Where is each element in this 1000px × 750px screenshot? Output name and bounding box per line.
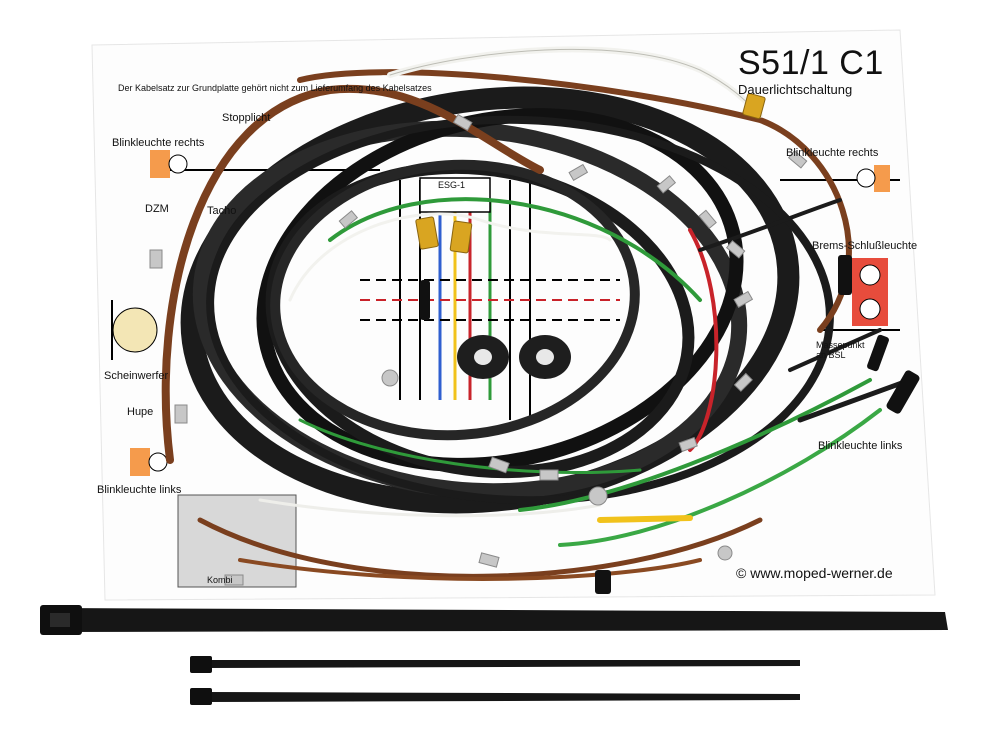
label-bremsschluss: Brems-Schlußleuchte bbox=[812, 240, 918, 252]
connector-sleeves bbox=[420, 255, 920, 594]
label-tacho: Tacho bbox=[207, 205, 237, 217]
label-blinkleuchte-links-right: Blinkleuchte links bbox=[818, 440, 903, 452]
label-esg: ESG-1 bbox=[438, 180, 466, 190]
label-stopplicht: Stopplicht bbox=[222, 112, 271, 124]
label-hupe: Hupe bbox=[127, 406, 154, 418]
headlamp-symbol bbox=[111, 300, 158, 360]
diagram-title: S51/1 C1 bbox=[738, 44, 884, 82]
label-blinkleuchte-rechts-right: Blinkleuchte rechts bbox=[786, 147, 879, 159]
cable-ties bbox=[40, 605, 948, 705]
label-kombi: Kombi bbox=[207, 575, 233, 585]
label-blinkleuchte-links-left: Blinkleuchte links bbox=[97, 484, 182, 496]
label-dzm: DZM bbox=[145, 203, 169, 215]
rear-light-symbol bbox=[852, 258, 888, 326]
grommets bbox=[457, 335, 571, 379]
brass-terminals bbox=[415, 92, 766, 254]
terminals bbox=[149, 113, 808, 586]
blinker-symbols bbox=[130, 150, 890, 476]
esg-box bbox=[419, 177, 491, 213]
label-scheinwerfer: Scheinwerfer bbox=[104, 370, 169, 382]
kombi-panel bbox=[177, 494, 297, 588]
diagram-note: Der Kabelsatz zur Grundplatte gehört nic… bbox=[118, 83, 432, 93]
website-label: © www.moped-werner.de bbox=[736, 565, 893, 581]
label-massepunkt: Massepunkt an BSL bbox=[816, 340, 865, 360]
label-blinkleuchte-rechts-left: Blinkleuchte rechts bbox=[112, 137, 205, 149]
diagram-subtitle: Dauerlichtschaltung bbox=[738, 82, 853, 97]
